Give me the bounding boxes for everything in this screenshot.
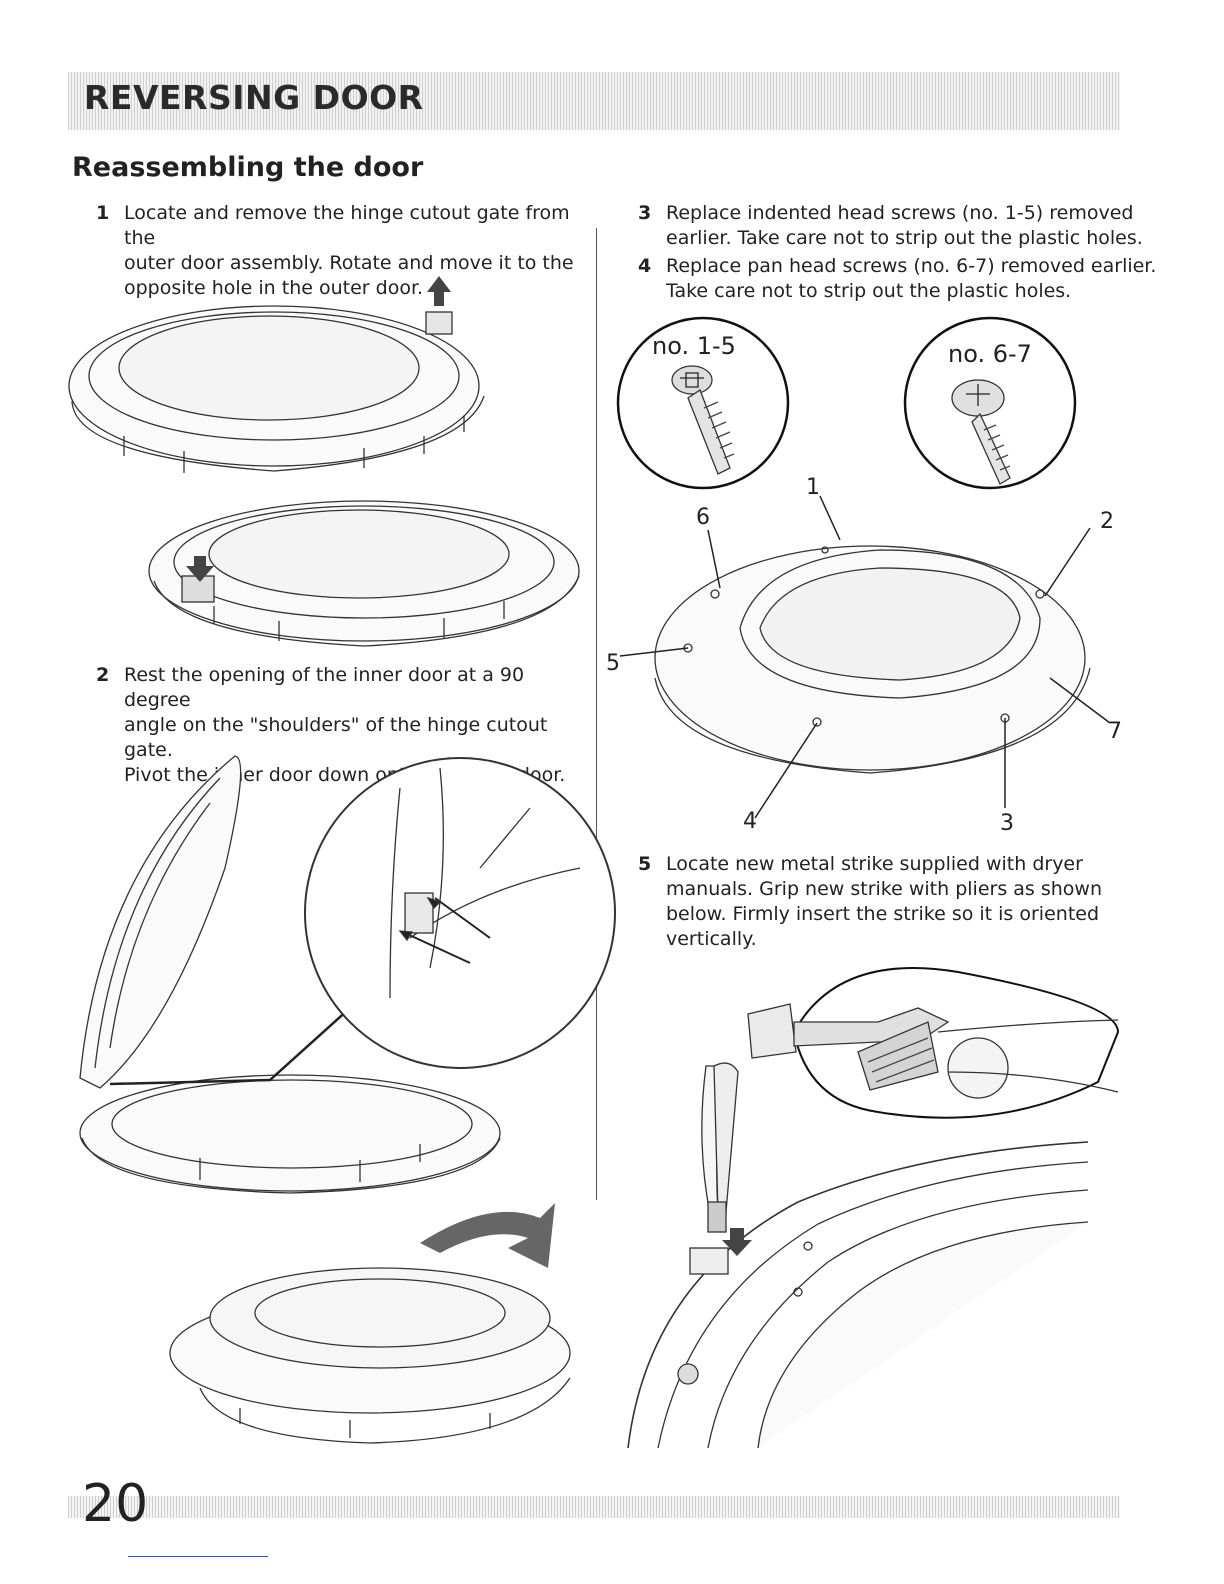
step-number: 3 — [638, 202, 652, 224]
step-line: Locate new metal strike supplied with dr… — [666, 853, 1083, 875]
indented-screw-callout: no. 1-5 — [652, 332, 736, 360]
step-line: angle on the "shoulders" of the hinge cu… — [124, 714, 548, 761]
screw-locations-figure: no. 1-5 no. 6-7 1 2 3 4 5 6 7 — [606, 316, 1122, 836]
header-banner: REVERSING DOOR — [68, 72, 1120, 130]
footer-rule — [128, 1556, 268, 1557]
step-line: earlier. Take care not to strip out the … — [666, 227, 1143, 249]
pan-screw-callout: no. 6-7 — [948, 340, 1032, 368]
step-line: manuals. Grip new strike with pliers as … — [666, 878, 1102, 900]
screw-position-7: 7 — [1108, 719, 1122, 744]
step-line: Rest the opening of the inner door at a … — [124, 664, 525, 711]
inner-door-pivot-figure — [79, 755, 616, 1444]
column-divider — [596, 228, 597, 1200]
screw-position-6: 6 — [696, 505, 710, 530]
step-line: vertically. — [666, 928, 757, 950]
footer-bar — [68, 1496, 1120, 1518]
step-line: Take care not to strip out the plastic h… — [666, 280, 1072, 302]
section-heading: Reassembling the door — [72, 152, 424, 183]
step-line: Replace pan head screws (no. 6-7) remove… — [666, 255, 1157, 277]
step-number: 4 — [638, 255, 652, 277]
screw-position-4: 4 — [743, 809, 757, 834]
step-line: outer door assembly. Rotate and move it … — [124, 252, 574, 274]
step-line: Locate and remove the hinge cutout gate … — [124, 202, 570, 249]
strike-insertion-figure — [627, 967, 1120, 1449]
step-number: 1 — [96, 202, 110, 224]
screw-position-3: 3 — [1000, 811, 1014, 836]
step-line: opposite hole in the outer door. — [124, 277, 424, 299]
hinge-gate-relocation-figure — [68, 276, 580, 647]
step-number: 2 — [96, 664, 110, 686]
step-number: 5 — [638, 853, 652, 875]
screw-position-5: 5 — [606, 651, 620, 676]
step-line: Replace indented head screws (no. 1-5) r… — [666, 202, 1134, 224]
banner-title: REVERSING DOOR — [84, 78, 424, 117]
screw-position-1: 1 — [806, 475, 820, 500]
page-number: 20 — [82, 1474, 149, 1534]
screw-position-2: 2 — [1100, 509, 1114, 534]
step-line: below. Firmly insert the strike so it is… — [666, 903, 1100, 925]
